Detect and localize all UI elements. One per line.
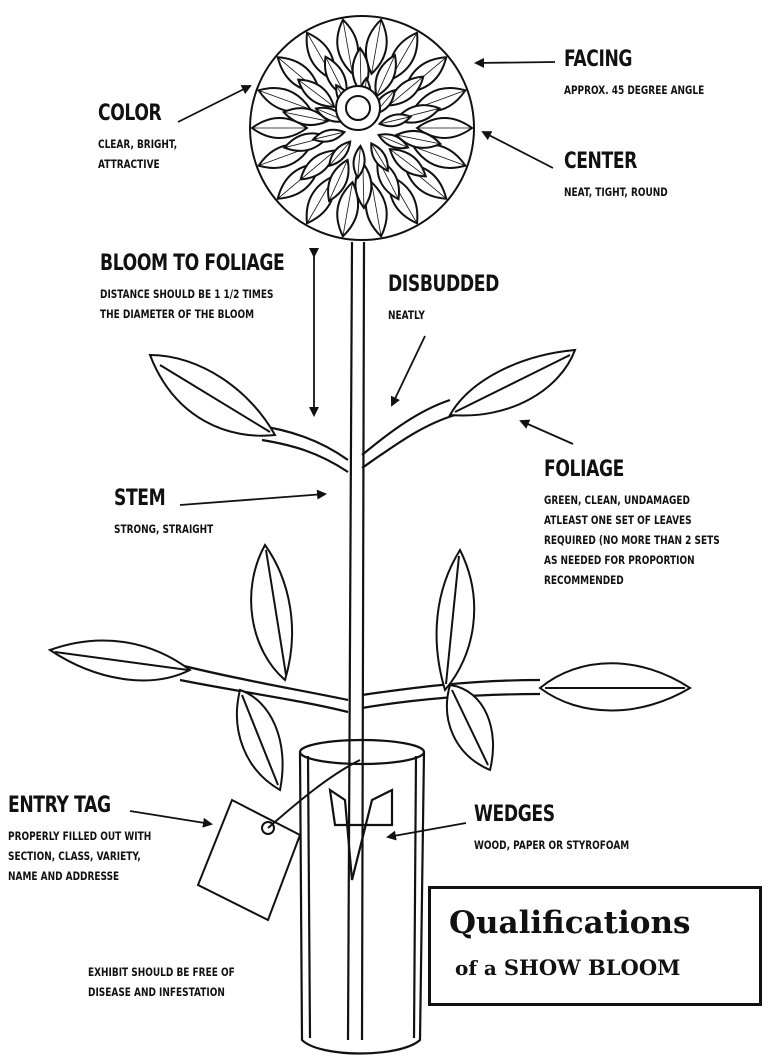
exhibit-note-line-2: DISEASE AND INFESTATION — [88, 982, 235, 1002]
disbudded-detail: NEATLY — [388, 305, 499, 325]
color-title: COLOR — [98, 102, 177, 126]
entry-tag-detail-1: PROPERLY FILLED OUT WITH — [8, 826, 151, 846]
bloom-to-foliage-callout: BLOOM TO FOLIAGE DISTANCE SHOULD BE 1 1/… — [100, 252, 336, 324]
foliage-callout: FOLIAGE GREEN, CLEAN, UNDAMAGED ATLEAST … — [544, 458, 768, 590]
bloom-to-foliage-detail-2: THE DIAMETER OF THE BLOOM — [100, 304, 284, 324]
foliage-detail-3: REQUIRED (NO MORE THAN 2 SETS — [544, 530, 720, 550]
facing-title: FACING — [564, 48, 704, 72]
color-detail-1: CLEAR, BRIGHT, — [98, 134, 177, 154]
center-detail: NEAT, TIGHT, ROUND — [564, 182, 668, 202]
foliage-detail-4: AS NEEDED FOR PROPORTION — [544, 550, 720, 570]
exhibit-note: EXHIBIT SHOULD BE FREE OF DISEASE AND IN… — [88, 962, 276, 1002]
facing-callout: FACING APPROX. 45 DEGREE ANGLE — [564, 48, 744, 100]
exhibit-note-line-1: EXHIBIT SHOULD BE FREE OF — [88, 962, 235, 982]
title-line-2-prefix: of a — [455, 956, 504, 980]
color-detail-2: ATTRACTIVE — [98, 154, 177, 174]
bloom-to-foliage-detail-1: DISTANCE SHOULD BE 1 1/2 TIMES — [100, 284, 284, 304]
bloom — [250, 16, 474, 240]
title-line-1: Qualifications — [449, 905, 690, 941]
disbudded-callout: DISBUDDED NEATLY — [388, 273, 530, 325]
title-line-2: of a SHOW BLOOM — [455, 955, 680, 980]
foliage-title: FOLIAGE — [544, 458, 720, 482]
color-callout: COLOR CLEAR, BRIGHT, ATTRACTIVE — [98, 102, 200, 174]
title-line-2-emphasis: SHOW BLOOM — [504, 955, 681, 980]
foliage-detail-5: RECOMMENDED — [544, 570, 720, 590]
entry-tag-detail-2: SECTION, CLASS, VARIETY, — [8, 846, 151, 866]
facing-detail: APPROX. 45 DEGREE ANGLE — [564, 80, 704, 100]
stem-title: STEM — [114, 487, 213, 511]
foliage-detail-2: ATLEAST ONE SET OF LEAVES — [544, 510, 720, 530]
entry-tag-detail-3: NAME AND ADDRESSE — [8, 866, 151, 886]
wedges-title: WEDGES — [474, 803, 629, 827]
stem-detail: STRONG, STRAIGHT — [114, 519, 213, 539]
bloom-to-foliage-title: BLOOM TO FOLIAGE — [100, 252, 284, 276]
wedges-callout: WEDGES WOOD, PAPER OR STYROFOAM — [474, 803, 673, 855]
disbudded-title: DISBUDDED — [388, 273, 499, 297]
wedges-detail: WOOD, PAPER OR STYROFOAM — [474, 835, 629, 855]
entry-tag-callout: ENTRY TAG PROPERLY FILLED OUT WITH SECTI… — [8, 794, 192, 886]
title-box: Qualifications of a SHOW BLOOM — [428, 886, 762, 1006]
stem-callout: STEM STRONG, STRAIGHT — [114, 487, 241, 539]
foliage-detail-1: GREEN, CLEAN, UNDAMAGED — [544, 490, 720, 510]
entry-tag-title: ENTRY TAG — [8, 794, 151, 818]
center-callout: CENTER NEAT, TIGHT, ROUND — [564, 150, 697, 202]
center-title: CENTER — [564, 150, 668, 174]
